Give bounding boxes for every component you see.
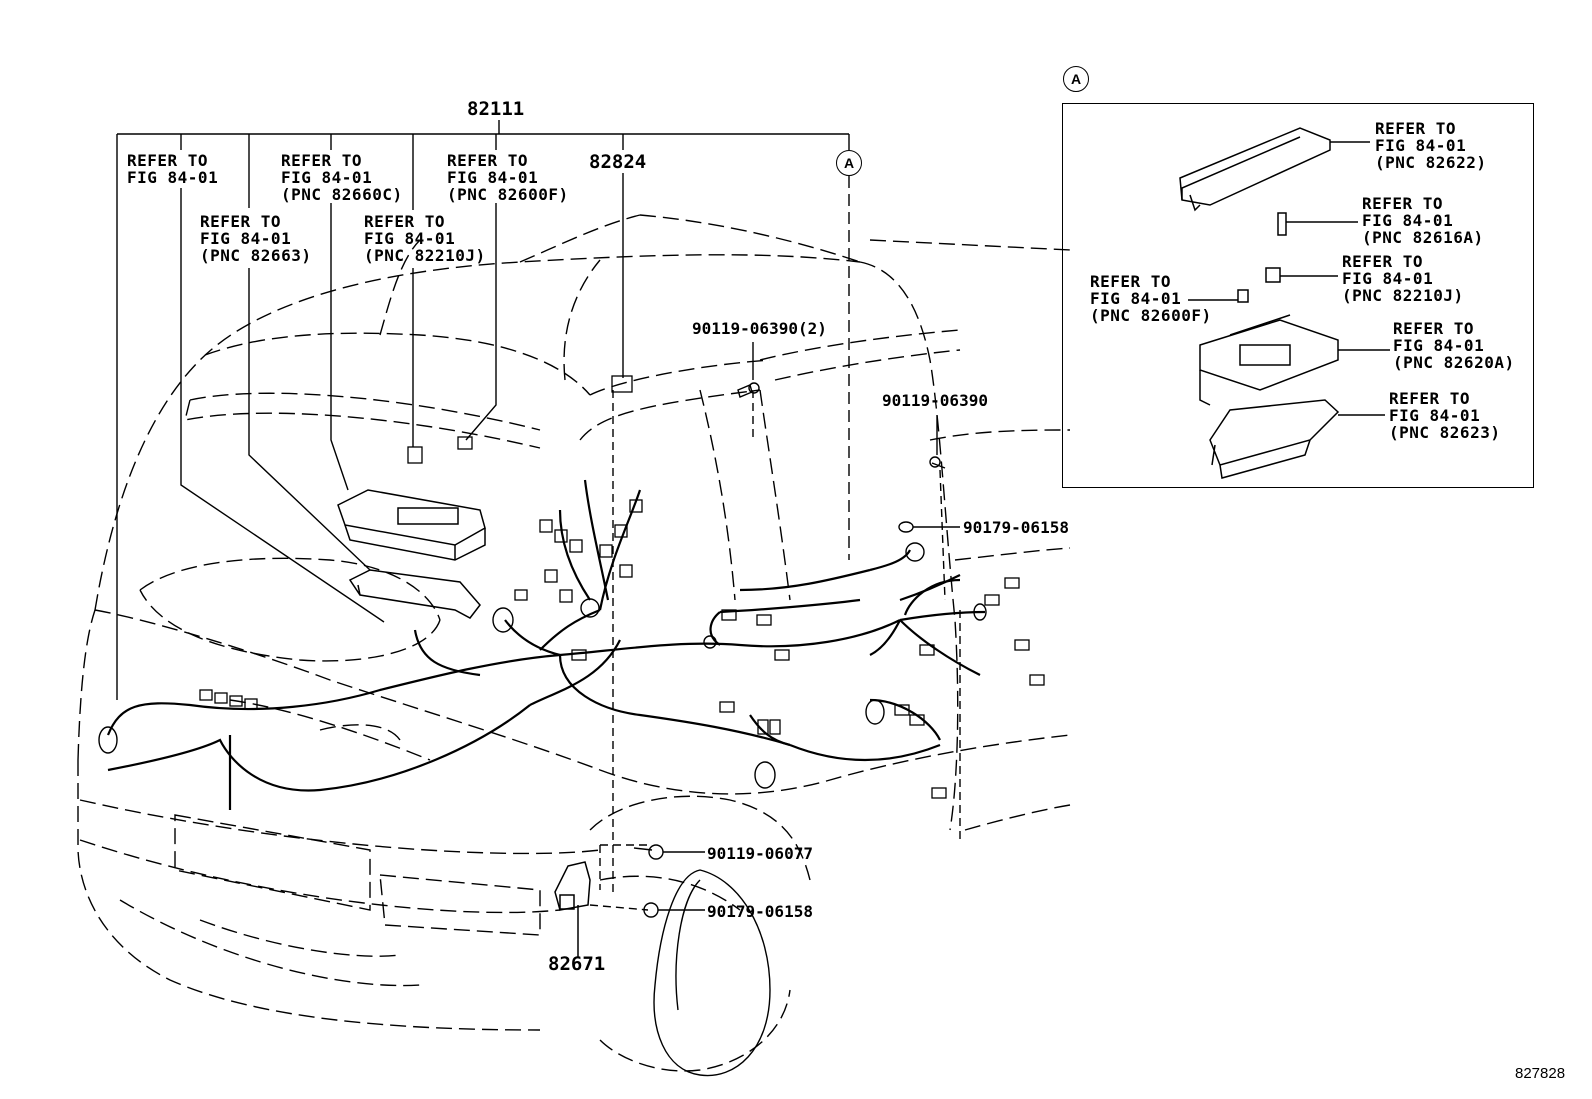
ref-line: FIG 84-01 [1362,211,1454,230]
ref-line: FIG 84-01 [200,229,292,248]
reference-label-4: REFER TO FIG 84-01 (PNC 82210J) [364,213,486,264]
ref-line: REFER TO [281,151,363,170]
part-number-90179-06158-upper: 90179-06158 [963,518,1069,537]
part-number-90119-06077: 90119-06077 [707,844,813,863]
part-number-90119-06390-2: 90119-06390(2) [692,319,827,338]
ref-line: REFER TO [1342,252,1424,271]
ref-line: (PNC 82620A) [1393,353,1515,372]
reference-leaders [180,173,624,623]
inset-reference-2: REFER TO FIG 84-01 (PNC 82616A) [1362,195,1484,246]
ref-line: FIG 84-01 [127,168,219,187]
reference-label-3: REFER TO FIG 84-01 (PNC 82660C) [281,152,403,203]
ref-line: (PNC 82663) [200,246,312,265]
ref-line: REFER TO [447,151,529,170]
document-id: 827828 [1515,1065,1566,1082]
ref-line: REFER TO [200,212,282,231]
part-number-90179-06158-lower: 90179-06158 [707,902,813,921]
view-a-tag: A [836,150,862,176]
part-number-82671: 82671 [548,953,606,975]
connectors [199,375,1045,799]
ref-line: FIG 84-01 [1389,406,1481,425]
part-number-90119-06390: 90119-06390 [882,391,988,410]
inset-reference-4: REFER TO FIG 84-01 (PNC 82600F) [1090,273,1212,324]
ref-line: (PNC 82600F) [1090,306,1212,325]
front-wheel [653,869,771,1077]
main-part-number: 82111 [467,98,525,120]
inset-a-frame [1062,103,1534,488]
ref-line: (PNC 82210J) [1342,286,1464,305]
ref-line: REFER TO [1393,319,1475,338]
inset-reference-3: REFER TO FIG 84-01 (PNC 82210J) [1342,253,1464,304]
sensor-part [554,861,591,958]
main-part-bracket [116,120,850,700]
ref-line: FIG 84-01 [1375,136,1467,155]
ref-line: FIG 84-01 [1393,336,1485,355]
ref-line: (PNC 82623) [1389,423,1501,442]
inset-reference-6: REFER TO FIG 84-01 (PNC 82623) [1389,390,1500,441]
ref-line: FIG 84-01 [1090,289,1182,308]
ref-line: (PNC 82622) [1375,153,1487,172]
ref-line: REFER TO [364,212,446,231]
ref-line: (PNC 82600F) [447,185,569,204]
wiring-harness [106,479,986,810]
ref-line: REFER TO [1362,194,1444,213]
inset-reference-1: REFER TO FIG 84-01 (PNC 82622) [1375,120,1486,171]
junction-block [337,489,486,561]
ref-line: (PNC 82210J) [364,246,486,265]
ref-line: (PNC 82660C) [281,185,403,204]
ref-line: (PNC 82616A) [1362,228,1484,247]
inset-a-tag: A [1063,66,1089,92]
vehicle-outline [77,214,1071,1072]
ref-line: REFER TO [127,151,209,170]
ref-line: REFER TO [1090,272,1172,291]
ref-line: FIG 84-01 [1342,269,1434,288]
reference-label-2: REFER TO FIG 84-01 (PNC 82663) [200,213,311,264]
reference-label-5: REFER TO FIG 84-01 (PNC 82600F) [447,152,569,203]
grommets [98,542,987,789]
ref-line: FIG 84-01 [447,168,539,187]
ref-line: REFER TO [1375,119,1457,138]
reference-label-1: REFER TO FIG 84-01 [127,152,218,186]
ref-line: REFER TO [1389,389,1471,408]
inset-a-drawing [1179,127,1390,479]
part-number-leaders [658,342,960,911]
inset-reference-5: REFER TO FIG 84-01 (PNC 82620A) [1393,320,1515,371]
part-number-82824: 82824 [589,151,647,173]
ref-line: FIG 84-01 [364,229,456,248]
ref-line: FIG 84-01 [281,168,373,187]
fastener-leaders [589,390,961,911]
mounting-bracket [348,569,481,619]
